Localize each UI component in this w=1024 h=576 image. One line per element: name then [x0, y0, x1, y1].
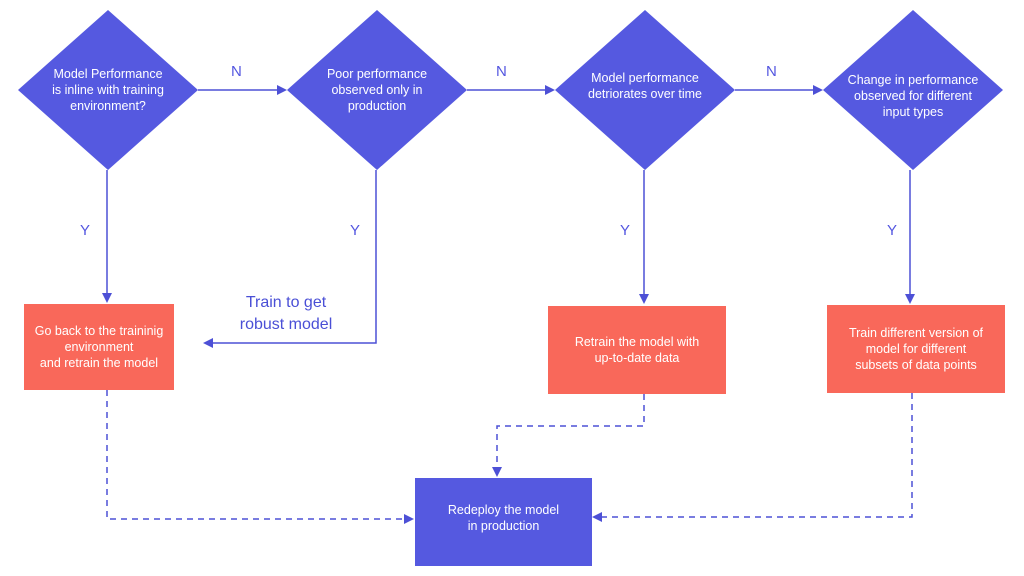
action-2-text: Retrain the model with up-to-date data — [548, 306, 726, 394]
action-1-text: Go back to the traininig environment and… — [24, 304, 174, 390]
decision-diamond-1 — [18, 10, 198, 170]
action-1-line-3: and retrain the model — [39, 356, 159, 370]
decision-1-line-1: Model Performance — [53, 67, 163, 81]
final-text: Redeploy the model in production — [415, 478, 592, 558]
edge-label-train-robust: Train to get robust model — [222, 292, 350, 336]
action-box-1 — [24, 304, 174, 390]
decision-diamond-2 — [287, 10, 467, 170]
final-line-2: in production — [467, 519, 540, 533]
decision-2-line-3: production — [347, 99, 407, 113]
edge-label-y-1: Y — [80, 222, 91, 239]
action-box-3 — [827, 305, 1005, 393]
train-robust-line-1: Train to get — [245, 294, 327, 311]
decision-1-text: Model Performance is inline with trainin… — [28, 66, 188, 114]
action-3-text: Train different version of model for dif… — [827, 305, 1005, 393]
action-3-line-1: Train different version of — [848, 326, 984, 340]
action-3-line-3: subsets of data points — [855, 358, 977, 372]
action-1-line-2: environment — [64, 340, 134, 354]
action-2-line-1: Retrain the model with — [574, 335, 700, 349]
decision-3-line-2: detriorates over time — [588, 87, 702, 101]
edge-label-n-2: N — [496, 63, 507, 80]
decision-1-line-2: is inline with training — [52, 83, 164, 97]
edge-label-y-3: Y — [620, 222, 631, 239]
edge-label-y-2: Y — [350, 222, 361, 239]
final-line-1: Redeploy the model — [447, 503, 560, 517]
dashed-connector-2 — [492, 394, 645, 477]
decision-4-line-1: Change in performance — [847, 73, 979, 87]
dashed-connector-3 — [592, 393, 913, 522]
dashed-connector-1 — [106, 390, 414, 524]
decision-diamond-4 — [823, 10, 1003, 170]
action-2-line-2: up-to-date data — [594, 351, 680, 365]
decision-4-text: Change in performance observed for diffe… — [833, 72, 993, 120]
decision-diamond-3 — [555, 10, 735, 170]
decision-3-line-1: Model performance — [591, 71, 699, 85]
decision-4-line-3: input types — [882, 105, 944, 119]
decision-2-line-2: observed only in — [331, 83, 423, 97]
decision-2-line-1: Poor performance — [326, 67, 428, 81]
edge-label-y-4: Y — [887, 222, 898, 239]
decision-4-line-2: observed for different — [854, 89, 972, 103]
final-box — [415, 478, 592, 566]
connector-y-2 — [203, 170, 377, 348]
edge-label-n-3: N — [766, 63, 777, 80]
action-1-line-1: Go back to the traininig — [34, 324, 164, 338]
train-robust-line-2: robust model — [239, 316, 333, 333]
edge-label-n-1: N — [231, 63, 242, 80]
decision-1-line-3: environment? — [70, 99, 146, 113]
action-3-line-2: model for different — [865, 342, 967, 356]
decision-3-text: Model performance detriorates over time — [565, 70, 725, 102]
decision-2-text: Poor performance observed only in produc… — [297, 66, 457, 114]
action-box-2 — [548, 306, 726, 394]
